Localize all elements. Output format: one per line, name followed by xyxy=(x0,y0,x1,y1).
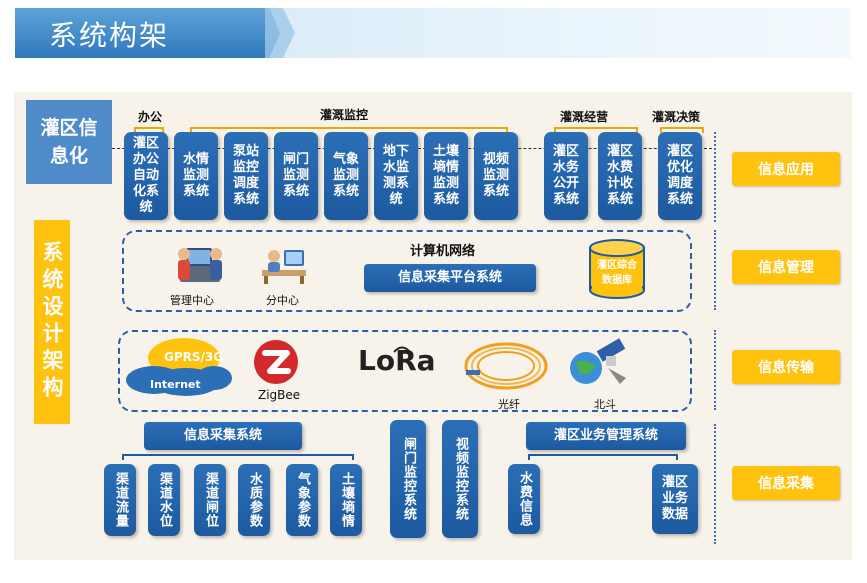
app-optimal-dispatch[interactable]: 灌区优化调度系统 xyxy=(658,132,702,220)
business-data-box[interactable]: 灌区业务数据 xyxy=(652,464,698,534)
info-block-label: 灌区信息化 xyxy=(40,117,98,167)
group-label-office: 办公 xyxy=(138,110,163,124)
header-banner: 系统构架 xyxy=(15,8,851,58)
satellite-icon xyxy=(568,338,630,394)
connector-right-4 xyxy=(714,424,716,544)
app-label: 视频监测系统 xyxy=(482,152,509,199)
bracket-operation xyxy=(554,127,638,133)
fee-info-label: 水费信息 xyxy=(517,471,532,527)
sensor-label: 渠道流量 xyxy=(113,472,128,528)
app-soil-monitoring[interactable]: 土壤墒情监测系统 xyxy=(424,132,468,220)
sensor-label: 气象参数 xyxy=(295,472,310,528)
transmission-region xyxy=(118,330,692,412)
app-label: 土壤墒情监测系统 xyxy=(432,144,459,207)
app-water-monitoring[interactable]: 水情监测系统 xyxy=(174,132,218,220)
app-label: 泵站监控调度系统 xyxy=(232,144,259,207)
group-label-operation: 灌溉经营 xyxy=(560,110,609,124)
beidou-label: 北斗 xyxy=(594,398,616,411)
zigbee-label: ZigBee xyxy=(258,388,301,402)
page-title: 系统构架 xyxy=(49,19,170,52)
app-office-automation[interactable]: 灌区办公自动化系统 xyxy=(124,132,168,220)
app-gate-monitoring[interactable]: 闸门监测系统 xyxy=(274,132,318,220)
sensor-water-quality[interactable]: 水质参数 xyxy=(238,464,270,536)
label-info-management: 信息管理 xyxy=(732,250,840,284)
label-info-collection: 信息采集 xyxy=(732,466,840,500)
info-block: 灌区信息化 xyxy=(26,100,112,184)
sub-center-icon xyxy=(258,244,310,284)
lora-signal-icon xyxy=(392,338,412,353)
gate-monitor-system[interactable]: 闸门监控系统 xyxy=(390,420,426,538)
business-system-box[interactable]: 灌区业务管理系统 xyxy=(526,422,686,450)
sub-center-label: 分中心 xyxy=(266,294,299,307)
app-pump-control[interactable]: 泵站监控调度系统 xyxy=(224,132,268,220)
database-label: 灌区综合数据库 xyxy=(597,260,637,286)
app-water-disclosure[interactable]: 灌区水务公开系统 xyxy=(544,132,588,220)
gprs-label: GPRS/3G xyxy=(164,350,224,364)
sensor-gate-position[interactable]: 渠道闸位 xyxy=(194,464,226,536)
zigbee-icon xyxy=(252,338,300,386)
connector-right-2 xyxy=(714,230,716,310)
fiber-icon xyxy=(462,340,550,396)
business-data-label: 灌区业务数据 xyxy=(661,475,688,522)
collection-platform[interactable]: 信息采集平台系统 xyxy=(364,264,536,292)
app-groundwater-monitoring[interactable]: 地下水监测系统 xyxy=(374,132,418,220)
network-label: 计算机网络 xyxy=(410,244,476,259)
fee-info-box[interactable]: 水费信息 xyxy=(508,464,540,534)
app-label: 灌区水务公开系统 xyxy=(552,144,579,207)
bracket-business xyxy=(528,454,678,460)
management-region xyxy=(122,230,692,312)
app-video-monitoring[interactable]: 视频监测系统 xyxy=(474,132,518,220)
connector-right-3 xyxy=(714,330,716,410)
management-center-label: 管理中心 xyxy=(170,294,214,307)
app-label: 气象监测系统 xyxy=(332,152,359,199)
video-monitor-label: 视频监控系统 xyxy=(453,437,468,521)
collect-system-label: 信息采集系统 xyxy=(183,428,262,443)
management-center-icon xyxy=(174,240,226,286)
header-accent xyxy=(15,8,280,58)
sensor-label: 土壤墒情 xyxy=(339,472,354,528)
sensor-label: 渠道闸位 xyxy=(203,472,218,528)
sensor-channel-flow[interactable]: 渠道流量 xyxy=(104,464,136,536)
vertical-title: 系统设计架构 xyxy=(34,220,70,424)
gate-monitor-label: 闸门监控系统 xyxy=(401,437,416,521)
app-label: 灌区水费计收系统 xyxy=(606,144,633,207)
sensor-soil-moisture[interactable]: 土壤墒情 xyxy=(330,464,362,536)
bracket-sensors xyxy=(122,454,354,460)
sensor-weather[interactable]: 气象参数 xyxy=(286,464,318,536)
database-icon[interactable] xyxy=(586,238,648,300)
app-fee-collection[interactable]: 灌区水费计收系统 xyxy=(598,132,642,220)
bracket-office xyxy=(134,127,164,133)
app-label: 闸门监测系统 xyxy=(282,152,309,199)
connector-right-1 xyxy=(714,132,716,222)
sensor-label: 渠道水位 xyxy=(157,472,172,528)
bracket-decision xyxy=(660,127,704,133)
bracket-monitoring xyxy=(190,127,508,133)
app-label: 灌区优化调度系统 xyxy=(666,144,693,207)
label-info-application: 信息应用 xyxy=(732,152,840,186)
video-monitor-system[interactable]: 视频监控系统 xyxy=(442,420,478,538)
app-weather-monitoring[interactable]: 气象监测系统 xyxy=(324,132,368,220)
cloud-icon xyxy=(124,336,234,396)
business-system-label: 灌区业务管理系统 xyxy=(553,428,658,443)
fiber-label: 光纤 xyxy=(498,398,520,411)
architecture-diagram: 灌区信息化 系统设计架构 办公 灌溉监控 灌溉经营 灌溉决策 灌区办公自动化系统… xyxy=(14,92,852,560)
app-label: 地下水监测系统 xyxy=(382,144,409,207)
app-label: 水情监测系统 xyxy=(182,152,209,199)
internet-label: Internet xyxy=(150,378,201,391)
group-label-decision: 灌溉决策 xyxy=(652,110,701,124)
header-stripe xyxy=(265,8,295,58)
sensor-channel-level[interactable]: 渠道水位 xyxy=(148,464,180,536)
label-info-transmission: 信息传输 xyxy=(732,350,840,384)
sensor-label: 水质参数 xyxy=(247,472,262,528)
collection-platform-label: 信息采集平台系统 xyxy=(397,270,502,285)
collect-system-box[interactable]: 信息采集系统 xyxy=(144,422,302,450)
app-label: 灌区办公自动化系统 xyxy=(132,136,159,215)
group-label-monitoring: 灌溉监控 xyxy=(320,108,369,122)
